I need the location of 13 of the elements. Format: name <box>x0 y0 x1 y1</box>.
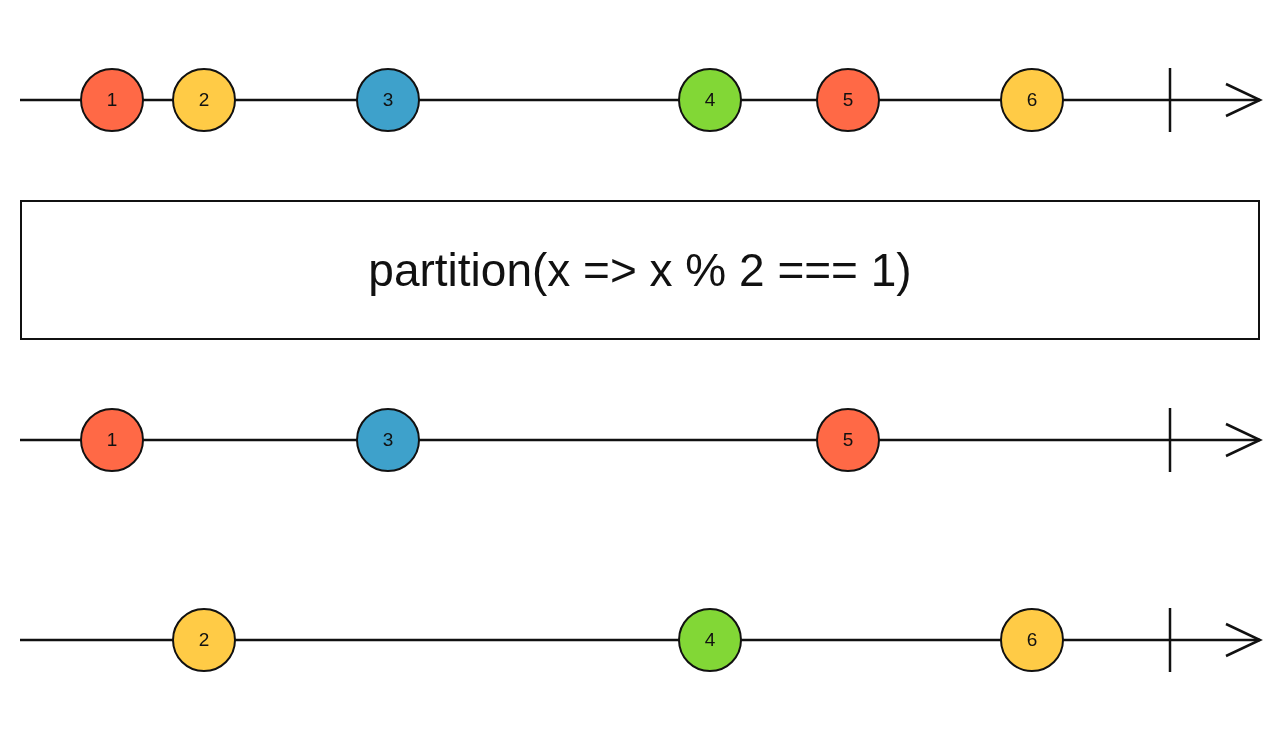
marble: 2 <box>172 68 236 132</box>
marble: 1 <box>80 408 144 472</box>
marble: 5 <box>816 68 880 132</box>
marble: 4 <box>678 608 742 672</box>
marble: 3 <box>356 408 420 472</box>
marble: 1 <box>80 68 144 132</box>
marble: 2 <box>172 608 236 672</box>
marble: 5 <box>816 408 880 472</box>
marble: 4 <box>678 68 742 132</box>
operator-box: partition(x => x % 2 === 1) <box>20 200 1260 340</box>
marble: 6 <box>1000 608 1064 672</box>
marble: 3 <box>356 68 420 132</box>
marble: 6 <box>1000 68 1064 132</box>
